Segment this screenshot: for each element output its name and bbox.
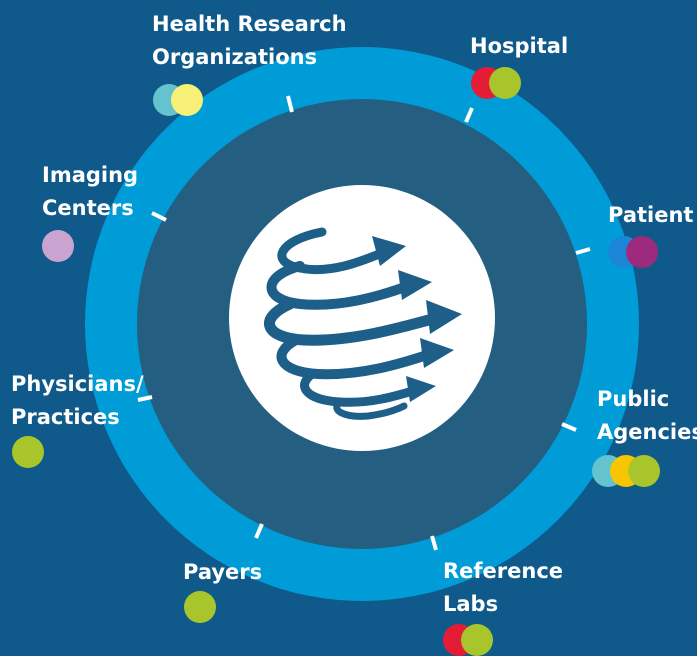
node-label-line: Payers [183,560,263,584]
color-dot [42,230,74,262]
node-label-line: Practices [11,405,120,429]
node-label-line: Labs [443,592,499,616]
globe-arrows-icon [264,227,462,420]
color-dot [184,591,216,623]
color-dot [626,236,658,268]
ring-ticks [137,95,591,551]
node-label-line: Centers [42,196,134,220]
tick-physicians [137,395,153,402]
node-label-line: Patient [608,203,694,227]
tick-health-research [286,95,294,113]
node-label-physicians: Physicians/Practices [11,368,144,434]
node-label-line: Public [597,387,670,411]
color-dot [171,84,203,116]
color-dot [12,436,44,468]
tick-public-agencies [561,422,577,432]
color-dot [489,67,521,99]
color-dot [461,624,493,656]
tick-hospital [464,107,474,123]
node-label-line: Agencies [597,420,697,444]
tick-patient [575,247,591,255]
tick-imaging-centers [151,211,167,222]
node-label-payers: Payers [183,556,262,589]
node-label-line: Health Research [152,12,347,36]
node-label-patient: Patient [608,199,693,232]
node-label-line: Physicians/ [11,372,144,396]
node-label-hospital: Hospital [470,30,568,63]
tick-reference-labs [430,535,438,551]
tick-payers [254,523,264,539]
node-label-line: Hospital [470,34,569,58]
node-label-line: Reference [443,559,564,583]
color-dot [628,455,660,487]
node-label-line: Organizations [152,45,318,69]
node-label-line: Imaging [42,163,139,187]
